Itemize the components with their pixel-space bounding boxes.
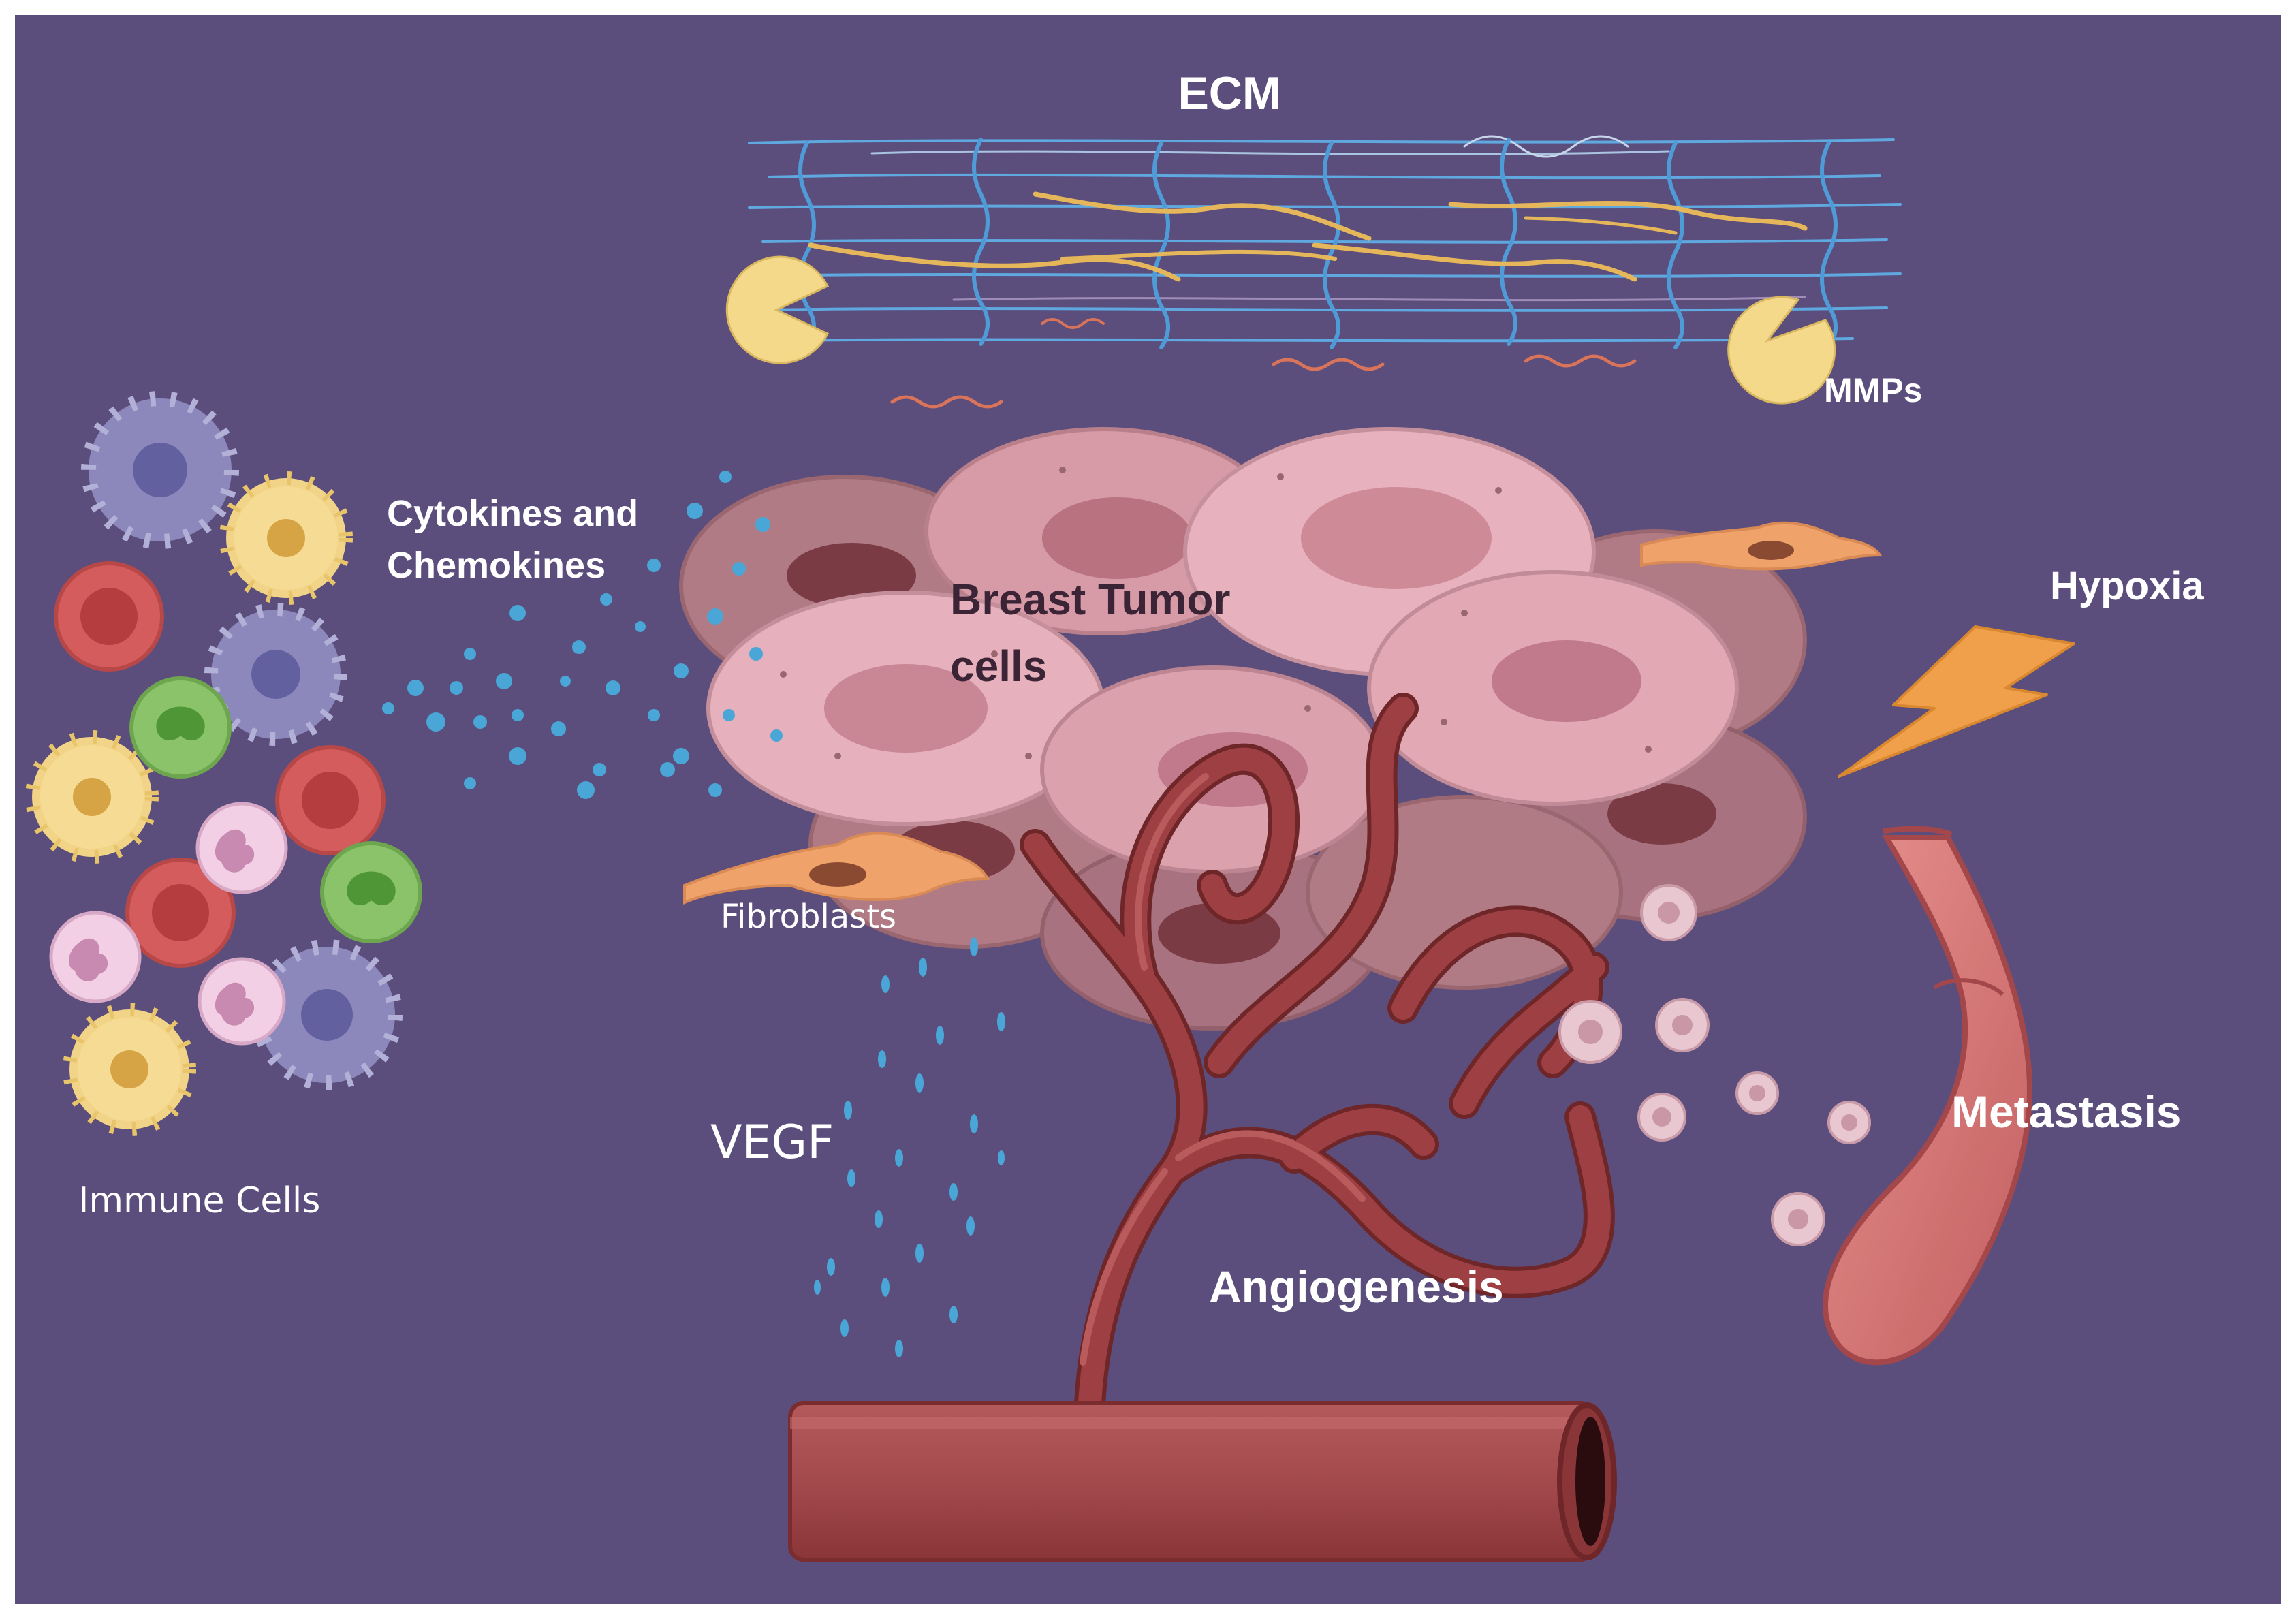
blood-vessel-icon — [788, 1401, 1617, 1562]
cytokines-label-line1: Cytokines and — [387, 493, 638, 534]
immune-cells-label: Immune Cells — [78, 1180, 320, 1221]
fibroblast-icon — [683, 832, 990, 905]
macrophage-icon — [219, 471, 353, 605]
ecm-mesh-icon — [748, 135, 1902, 409]
angiogenesis-vessel-network — [1020, 693, 1615, 1419]
dendritic-cell-icon — [81, 391, 239, 549]
neutrophil-icon — [195, 802, 288, 894]
tumor-label-line2: cells — [950, 642, 1047, 691]
cytokines-label-line2: Chemokines — [387, 545, 606, 586]
red-cell-icon — [54, 561, 164, 672]
neutrophil-icon — [49, 911, 142, 1003]
vegf-label: VEGF — [710, 1116, 834, 1169]
fibroblast-icon — [1640, 521, 1883, 571]
angiogenesis-label: Angiogenesis — [1209, 1261, 1504, 1312]
cytokine-particles — [382, 471, 783, 799]
lightning-icon — [1838, 625, 2075, 778]
red-cell-icon — [125, 858, 236, 968]
neutrophil-icon — [198, 957, 286, 1046]
mmps-label: MMPs — [1824, 371, 1922, 409]
mmp-pacman-icon — [725, 255, 830, 364]
tumor-label-line1: Breast Tumor — [950, 575, 1230, 624]
red-cell-icon — [275, 745, 386, 855]
dendritic-cell-icon — [251, 939, 403, 1090]
mmp-pacman-icon — [1727, 296, 1836, 405]
tumor-cell-cluster — [679, 427, 1807, 1031]
vegf-particles — [814, 937, 1005, 1357]
dendritic-cell-icon — [204, 603, 347, 746]
ecm-label: ECM — [1178, 67, 1280, 119]
immune-cell-cluster — [25, 391, 422, 1136]
fibroblasts-label: Fibroblasts — [721, 898, 896, 936]
metastasis-label: Metastasis — [1951, 1086, 2182, 1137]
metastasis-vessel-icon — [1823, 826, 2033, 1366]
hypoxia-label: Hypoxia — [2050, 564, 2204, 608]
monocyte-icon — [320, 841, 422, 943]
macrophage-icon — [25, 730, 159, 864]
macrophage-icon — [63, 1003, 196, 1136]
monocyte-icon — [129, 676, 232, 779]
circulating-tumor-cell-icon — [1558, 884, 1871, 1246]
